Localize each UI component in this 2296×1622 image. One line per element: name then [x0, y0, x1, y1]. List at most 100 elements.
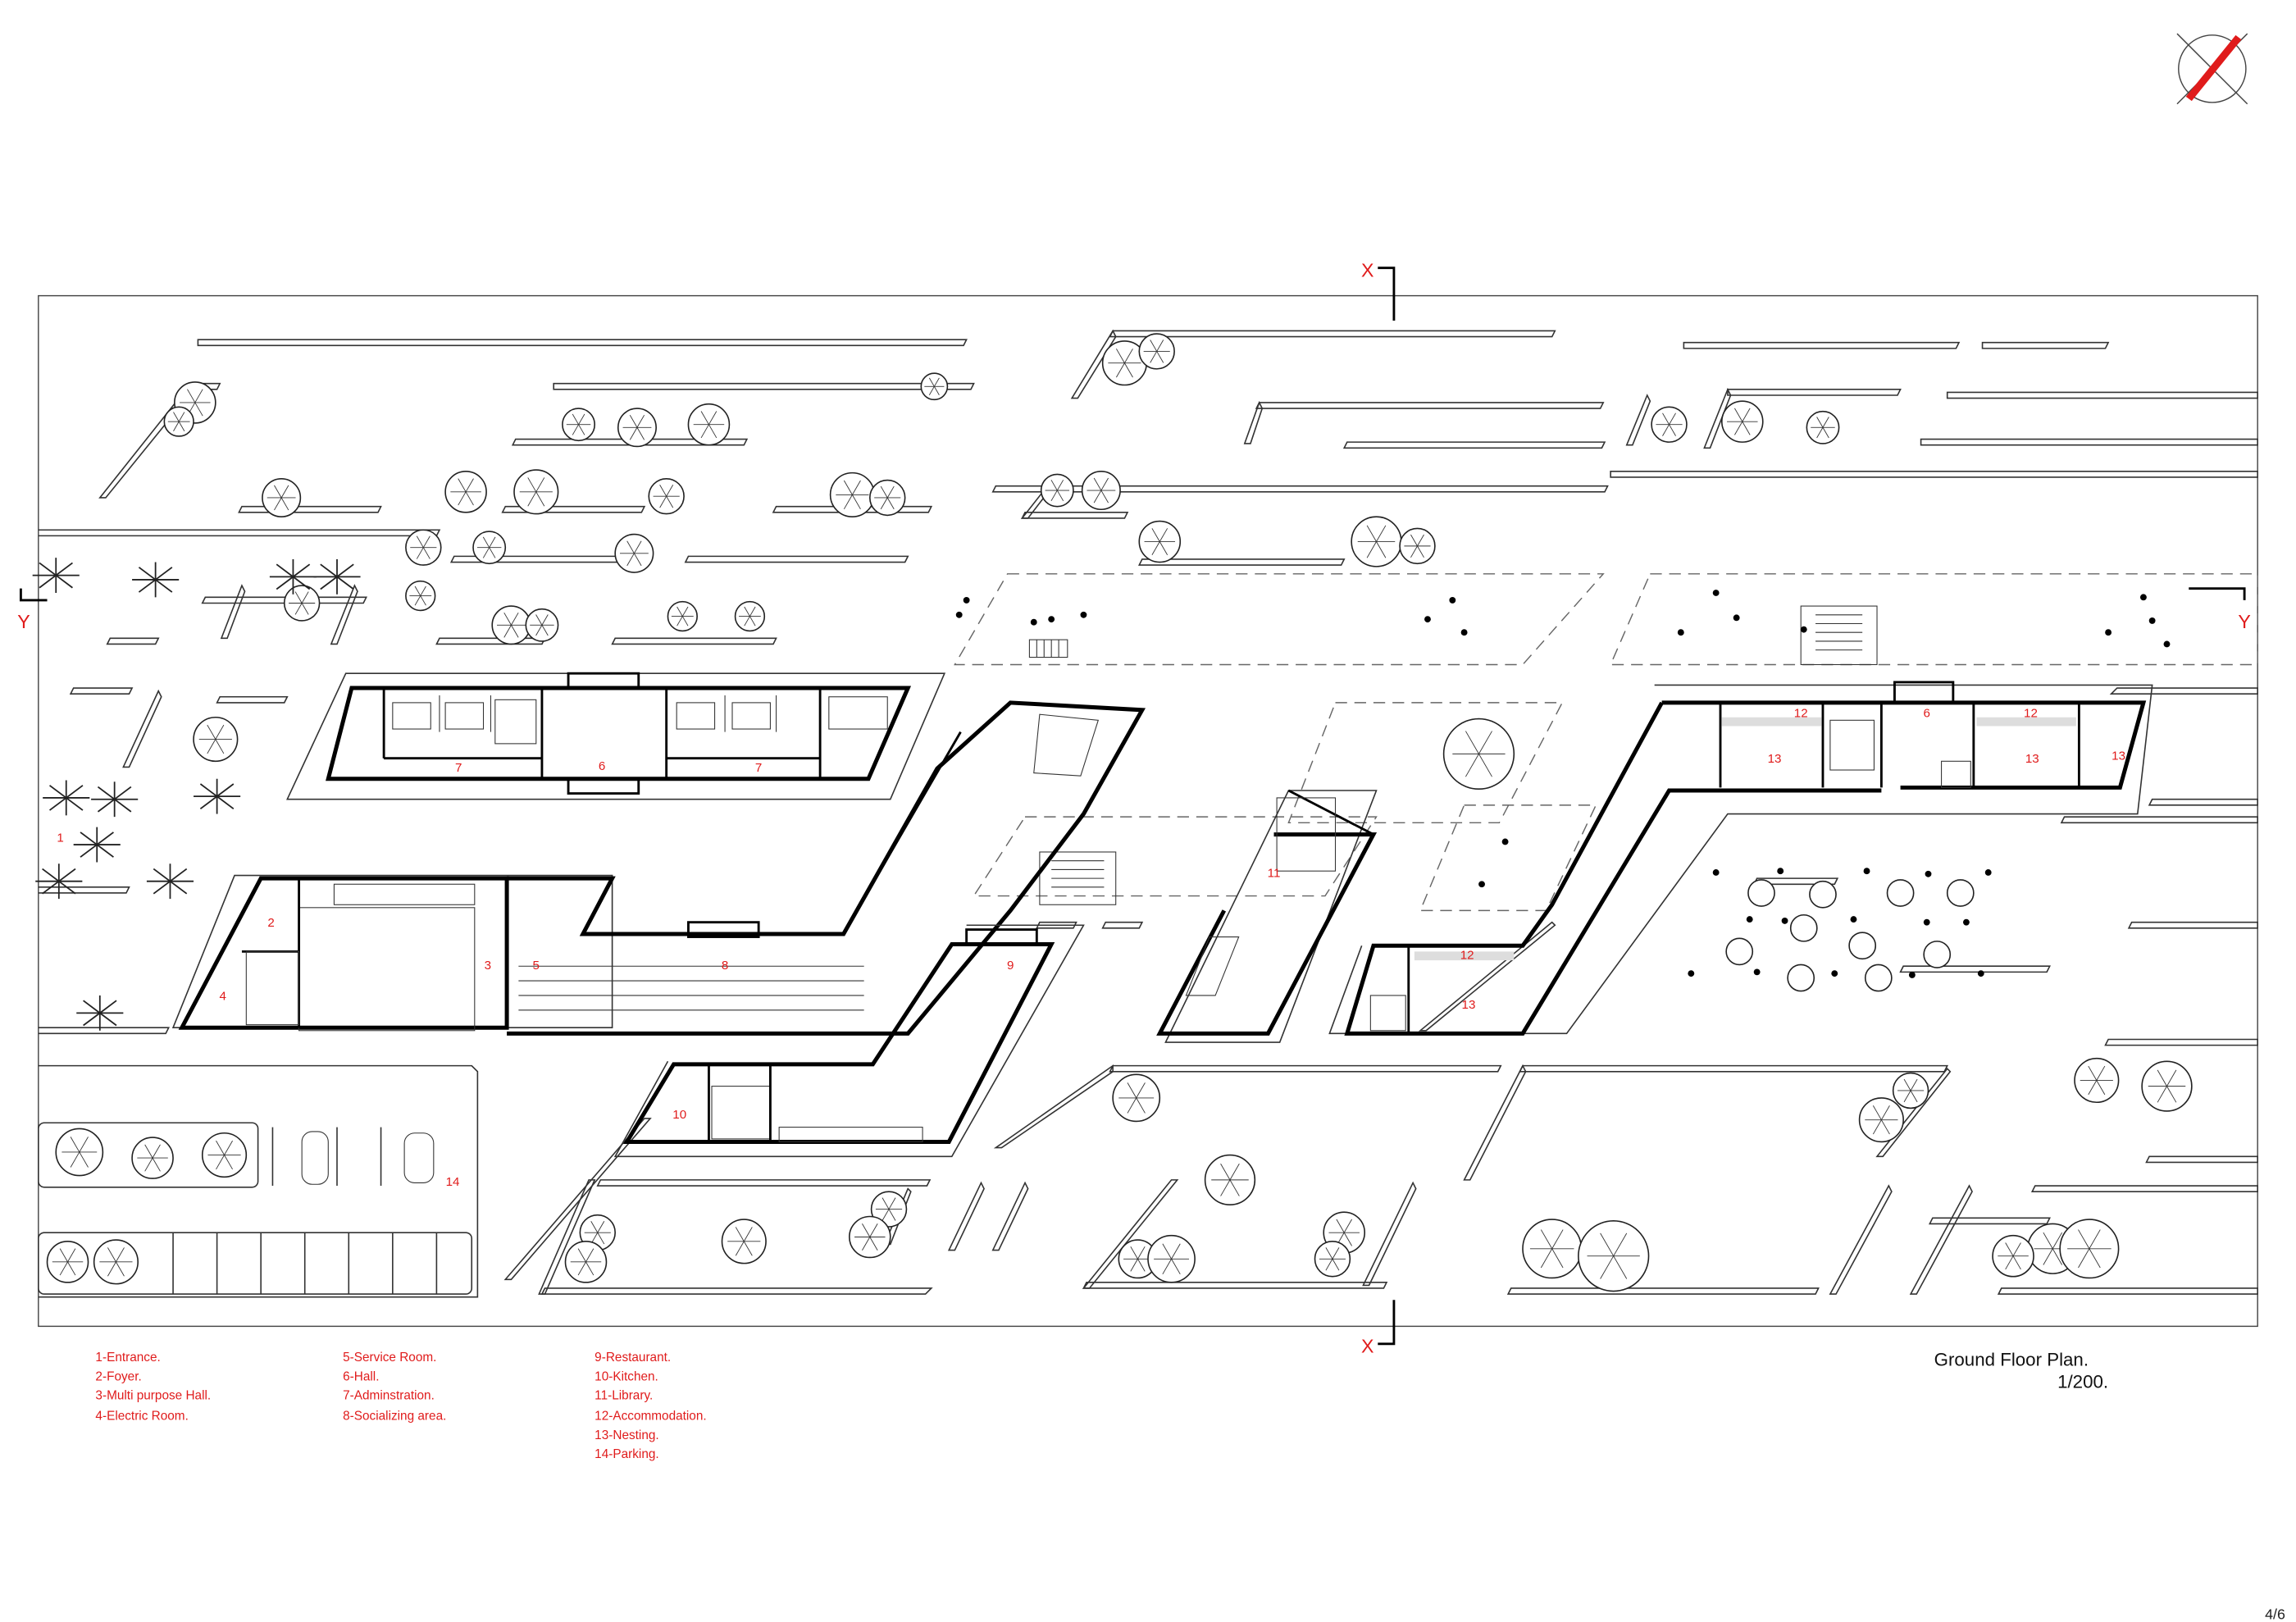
tree-branch — [1056, 490, 1064, 502]
legend-item: 3-Multi purpose Hall. — [95, 1389, 211, 1403]
site-boundary — [38, 294, 2258, 1328]
tree-branch — [178, 421, 185, 431]
tree-branch — [301, 603, 309, 615]
tree-icon — [1789, 914, 1818, 942]
tree-branch — [1127, 1097, 1137, 1114]
site-dot — [1688, 970, 1695, 977]
tree-branch — [743, 1227, 753, 1242]
tree-branch — [482, 536, 490, 548]
drawing-scale: 1/200. — [2057, 1371, 2108, 1392]
palm-frond — [99, 1000, 117, 1014]
site-dot — [1030, 618, 1037, 626]
svg-text:X: X — [1361, 1336, 1374, 1357]
tree-branch — [681, 606, 689, 617]
tree-branch — [1151, 528, 1160, 542]
outdoor-stairs — [1028, 605, 1878, 905]
tree-branch — [215, 739, 225, 754]
tree-branch — [527, 491, 537, 507]
tree-branch — [1124, 349, 1133, 363]
tree-branch — [294, 591, 303, 604]
room-label: 8 — [722, 959, 728, 973]
site-dot — [1781, 917, 1788, 924]
palm-frond — [80, 844, 98, 858]
tree-branch — [1872, 1105, 1882, 1120]
legend-item: 4-Electric Room. — [95, 1410, 188, 1424]
restaurant-block — [613, 924, 1085, 1158]
tree-branch — [933, 386, 940, 395]
tree-branch — [216, 1155, 225, 1170]
site-dot — [2140, 594, 2147, 601]
tree-branch — [2012, 1255, 2021, 1270]
legend-item: 2-Foyer. — [95, 1369, 141, 1383]
svg-text:Y: Y — [17, 611, 30, 632]
room-label: 12 — [1794, 707, 1808, 721]
tree-branch — [578, 413, 585, 425]
svg-text:Y: Y — [2238, 611, 2250, 632]
tree-branch — [1880, 1119, 1890, 1135]
legend-item: 10-Kitchen. — [594, 1369, 658, 1383]
room-label: 13 — [2112, 749, 2125, 763]
tree-branch — [1220, 1163, 1231, 1181]
tree-branch — [2096, 1080, 2106, 1096]
tree-branch — [2052, 1248, 2063, 1265]
palm-frond — [66, 785, 84, 799]
tree-branch — [1093, 477, 1102, 491]
tree-branch — [458, 478, 467, 493]
tree-branch — [676, 606, 683, 617]
tree-branch — [2166, 1086, 2177, 1103]
tree-branch — [1366, 541, 1377, 558]
tree-branch — [636, 414, 645, 428]
site-dot — [1746, 916, 1753, 923]
site-dots — [955, 590, 2171, 978]
palm-frond — [216, 795, 235, 810]
tree-branch — [585, 1261, 594, 1276]
tree-branch — [928, 386, 935, 395]
tree-branch — [207, 739, 216, 754]
tree-branch — [420, 595, 426, 606]
tree-branch — [880, 485, 888, 499]
tree-branch — [1410, 545, 1418, 558]
tree-branch — [541, 614, 549, 626]
tree-branch — [735, 1227, 745, 1242]
tree-branch — [1130, 1246, 1138, 1260]
tree-branch — [207, 724, 216, 740]
tree-branch — [1822, 417, 1829, 428]
tree-branch — [503, 625, 512, 638]
site-dot — [1080, 611, 1087, 618]
tree-branch — [708, 411, 718, 425]
tree-branch — [1478, 754, 1492, 777]
tree-branch — [1742, 408, 1751, 422]
tree-branch — [1130, 1259, 1138, 1272]
palm-frond — [336, 563, 354, 578]
tree-branch — [882, 1197, 890, 1210]
tree-branch — [511, 612, 519, 626]
legend-item: 9-Restaurant. — [594, 1351, 671, 1365]
palm-frond — [292, 576, 311, 590]
palm-frond — [216, 783, 235, 797]
compass-icon — [2176, 33, 2248, 105]
room-label: 12 — [2024, 707, 2038, 721]
tree-branch — [862, 1223, 871, 1237]
section-marker-y-left: Y — [17, 588, 48, 632]
tree-branch — [1816, 427, 1824, 439]
tree-branch — [420, 585, 426, 596]
tree-branch — [666, 495, 674, 508]
tree-branch — [152, 1144, 161, 1159]
section-marker-y-right: Y — [2189, 587, 2251, 632]
site-dot — [1677, 629, 1684, 636]
tree-branch — [535, 477, 545, 493]
tree-branch — [1162, 1259, 1172, 1275]
palm-frond — [114, 786, 132, 800]
tree-branch — [178, 412, 185, 422]
tree-branch — [886, 485, 895, 499]
palm-frond — [199, 783, 218, 797]
palm-frond — [320, 563, 338, 578]
tree-branch — [107, 1247, 116, 1263]
room-label: 9 — [1007, 959, 1014, 973]
site-dot — [1478, 881, 1485, 888]
tree-branch — [489, 536, 496, 548]
tree-branch — [1343, 1219, 1352, 1233]
site-dot — [1712, 590, 1720, 596]
room-label: 7 — [455, 761, 462, 775]
tree-branch — [1600, 1232, 1615, 1256]
